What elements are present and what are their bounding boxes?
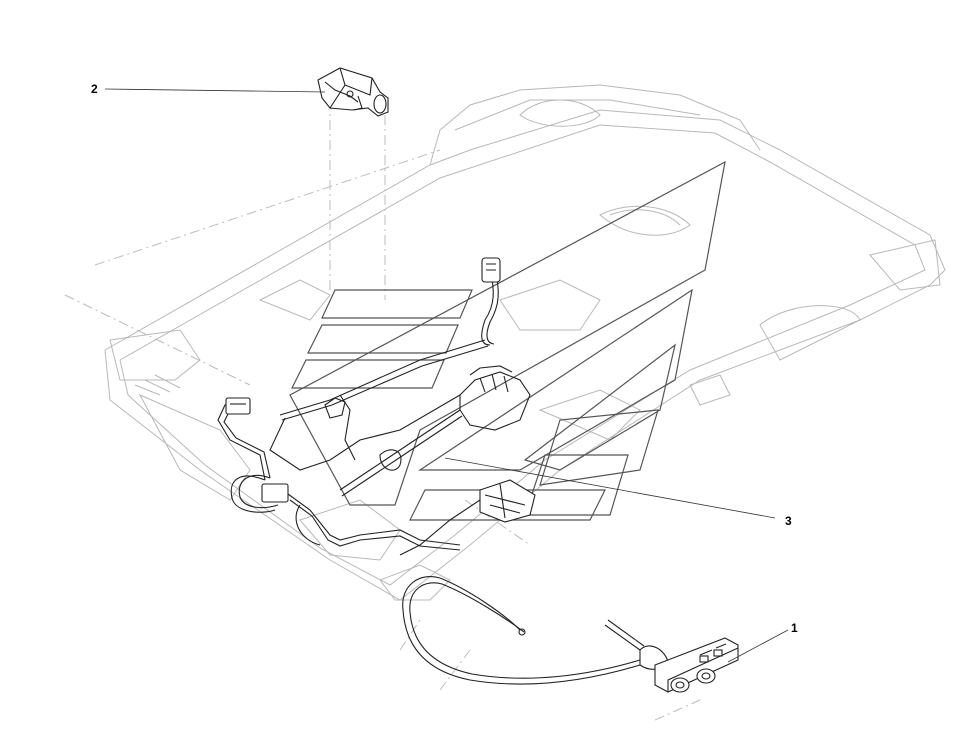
- callout-3: 3: [785, 514, 792, 528]
- callout-2: 2: [91, 82, 98, 96]
- leader-line-1: [727, 629, 789, 663]
- callout-1: 1: [791, 621, 798, 635]
- watermark-logo: [289, 160, 726, 521]
- leader-line-2: [104, 88, 326, 93]
- part-3-wiring-harness[interactable]: [217, 257, 536, 556]
- leader-line-3: [444, 457, 776, 519]
- part-1-control-cable[interactable]: [402, 576, 739, 693]
- part-2-valve[interactable]: [317, 67, 389, 117]
- ghosted-chassis: [64, 84, 946, 721]
